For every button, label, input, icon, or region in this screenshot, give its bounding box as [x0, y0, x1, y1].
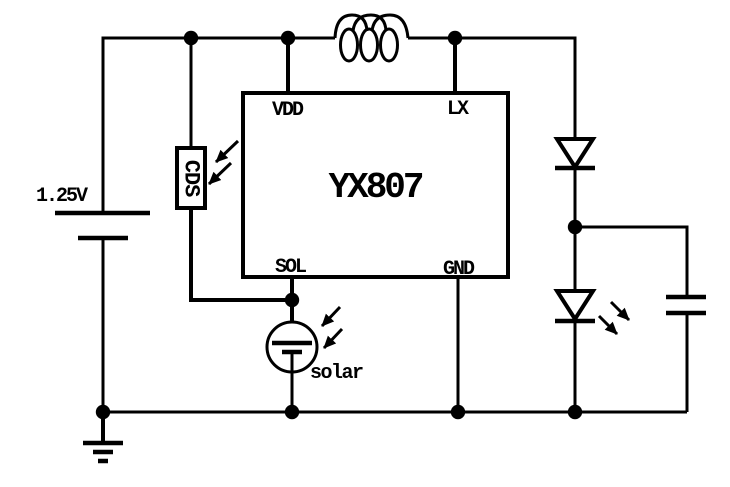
- ic-pin-vdd-label: VDD: [272, 99, 304, 122]
- junction-dot: [567, 404, 583, 420]
- wire-top-left: [101, 36, 335, 213]
- junction-dot: [183, 30, 199, 46]
- ic-body: [241, 91, 510, 279]
- inductor-loop-2: [359, 27, 379, 63]
- ground-symbol: [83, 412, 123, 464]
- diode-triangle: [553, 137, 597, 171]
- capacitor: [666, 294, 706, 316]
- diode: [553, 137, 597, 171]
- photoresistor-cds: CDS: [175, 139, 240, 210]
- ic-pin-sol-label: SOL: [275, 256, 306, 279]
- light-arrows-into-solar-icon: [320, 305, 344, 350]
- battery-voltage-label: 1.25V: [36, 185, 88, 208]
- junction-dot: [95, 404, 111, 420]
- light-arrows-from-led-icon: [597, 300, 631, 336]
- inductor: [333, 13, 410, 63]
- wire-cap-top: [575, 225, 689, 297]
- led: [553, 289, 631, 336]
- inductor-loop-3: [379, 27, 399, 63]
- wiring: [101, 36, 689, 414]
- led-triangle: [553, 289, 597, 323]
- inductor-arc-1: [333, 13, 369, 39]
- junction-dot: [450, 404, 466, 420]
- light-arrows-into-cds-icon: [207, 139, 240, 186]
- ic-pin-gnd-label: GND: [443, 258, 475, 281]
- inductor-arc-2: [351, 13, 388, 32]
- junction-dot: [447, 30, 463, 46]
- junction-dots: [95, 30, 583, 420]
- junction-dot: [567, 219, 583, 235]
- wire-top-right: [408, 36, 577, 139]
- ic-yx807: VDD LX SOL GND YX807: [241, 91, 510, 281]
- cds-label: CDS: [179, 160, 204, 197]
- junction-dot: [284, 292, 300, 308]
- inductor-arc-3: [370, 13, 410, 39]
- junction-dot: [280, 30, 296, 46]
- solar-label: solar: [310, 362, 363, 385]
- cds-body: [175, 146, 207, 210]
- inductor-loop-1: [339, 27, 359, 63]
- battery: 1.25V: [36, 185, 150, 241]
- wire-cds-to-sol: [189, 208, 292, 302]
- ic-pin-lx-label: LX: [447, 98, 469, 121]
- ic-part-number: YX807: [328, 167, 422, 208]
- junction-dot: [284, 404, 300, 420]
- solar-cell: solar: [265, 305, 365, 385]
